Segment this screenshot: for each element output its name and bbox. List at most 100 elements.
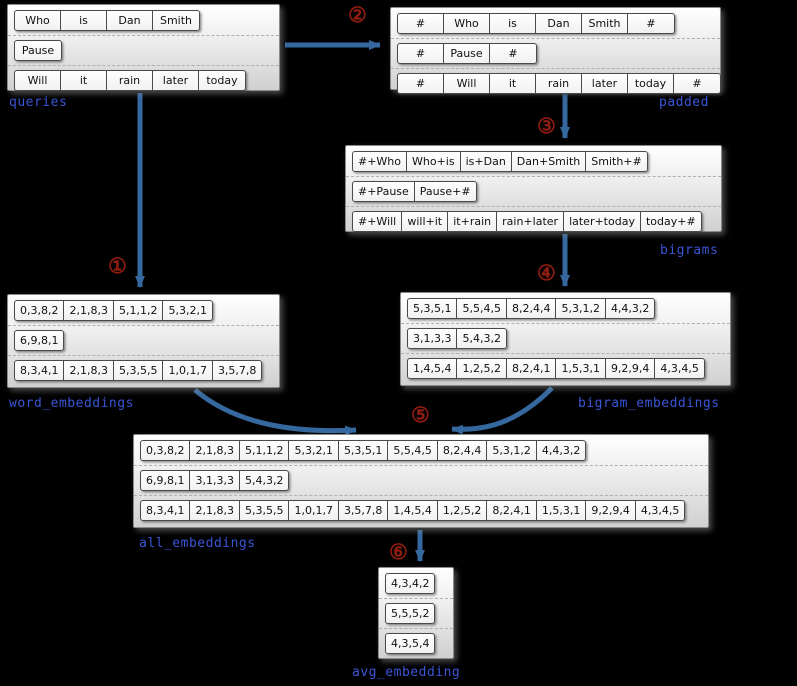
cell: 1,0,1,7 <box>163 361 213 380</box>
cell: 3,1,3,3 <box>408 329 458 348</box>
panel-row: 4,3,4,2 <box>379 569 453 599</box>
cell: 5,5,4,5 <box>457 299 507 318</box>
cell-strip: 4,3,4,2 <box>385 573 436 594</box>
panel-row: 4,3,5,4 <box>379 629 453 658</box>
cell: 0,3,8,2 <box>141 441 191 460</box>
cell: 2,1,8,3 <box>190 441 240 460</box>
cell: 8,2,4,4 <box>507 299 557 318</box>
cell: 8,2,4,1 <box>507 359 557 378</box>
cell: today <box>206 74 238 87</box>
cell: Will <box>15 71 61 90</box>
cell: is <box>490 14 536 33</box>
cell: 1,2,5,2 <box>438 501 488 520</box>
cell: 6,9,8,1 <box>20 334 59 347</box>
cell: rain <box>107 71 153 90</box>
cell: it <box>490 74 536 93</box>
cell: # <box>692 77 702 90</box>
cell: 1,5,3,1 <box>537 501 587 520</box>
step-2-badge: ② <box>348 2 367 27</box>
bigram-embeddings-label: bigram_embeddings <box>578 396 720 411</box>
cell: 3,5,7,8 <box>217 364 257 377</box>
cell: is+Dan <box>461 152 512 171</box>
cell: 1,4,5,4 <box>388 501 438 520</box>
cell: 5,3,5,5 <box>240 501 290 520</box>
cell: Smith+# <box>591 155 642 168</box>
cell: 5,1,1,2 <box>114 301 164 320</box>
cell: 4,4,3,2 <box>541 444 581 457</box>
cell: will+it <box>402 212 449 231</box>
avg-embedding-label: avg_embedding <box>352 665 461 680</box>
cell: 0,3,8,2 <box>15 301 65 320</box>
cell: #+Pause <box>353 182 415 201</box>
cell: later <box>582 74 628 93</box>
cell: Pause <box>444 44 490 63</box>
cell: 5,3,1,2 <box>556 299 606 318</box>
panel-row: 6,9,8,1 <box>8 326 279 356</box>
cell: rain+later <box>497 212 565 231</box>
cell: 4,3,4,5 <box>640 504 680 517</box>
cell: 5,1,1,2 <box>240 441 290 460</box>
cell: #+Who <box>353 152 408 171</box>
cell: 1,4,5,4 <box>408 359 458 378</box>
word-embeddings-label: word_embeddings <box>9 396 134 411</box>
cell: # <box>398 14 444 33</box>
queries-label: queries <box>9 95 68 110</box>
cell: 6,9,8,1 <box>141 471 191 490</box>
cell: 1,0,1,7 <box>289 501 339 520</box>
cell: Pause <box>21 44 55 57</box>
cell: 4,3,5,4 <box>391 637 430 650</box>
cell: # <box>646 17 656 30</box>
cell: Smith <box>159 14 193 27</box>
cell-strip: 4,3,5,4 <box>385 633 436 654</box>
cell-strip: Pause <box>14 40 62 61</box>
cell: 3,5,7,8 <box>339 501 389 520</box>
cell: 2,1,8,3 <box>190 501 240 520</box>
cell: it+rain <box>448 212 498 231</box>
cell: later+today <box>564 212 641 231</box>
cell: 5,3,5,1 <box>339 441 389 460</box>
arrow-bigram-embeddings-to-all <box>451 386 554 435</box>
cell: # <box>398 44 444 63</box>
cell: Dan <box>536 14 582 33</box>
cell: Smith <box>582 14 628 33</box>
padded-label: padded <box>659 95 709 110</box>
cell: Who <box>444 14 490 33</box>
arrow-word-embeddings-to-all <box>193 388 357 436</box>
cell: 2,1,8,3 <box>64 301 114 320</box>
cell: # <box>508 47 518 60</box>
cell: 8,3,4,1 <box>141 501 191 520</box>
cell: Who <box>15 11 61 30</box>
cell: 5,3,2,1 <box>289 441 339 460</box>
cell: 9,2,9,4 <box>606 359 656 378</box>
panel-row: #Pause# <box>391 39 720 69</box>
cell: # <box>398 74 444 93</box>
cell: 9,2,9,4 <box>586 501 636 520</box>
step-1-badge: ① <box>108 253 127 278</box>
